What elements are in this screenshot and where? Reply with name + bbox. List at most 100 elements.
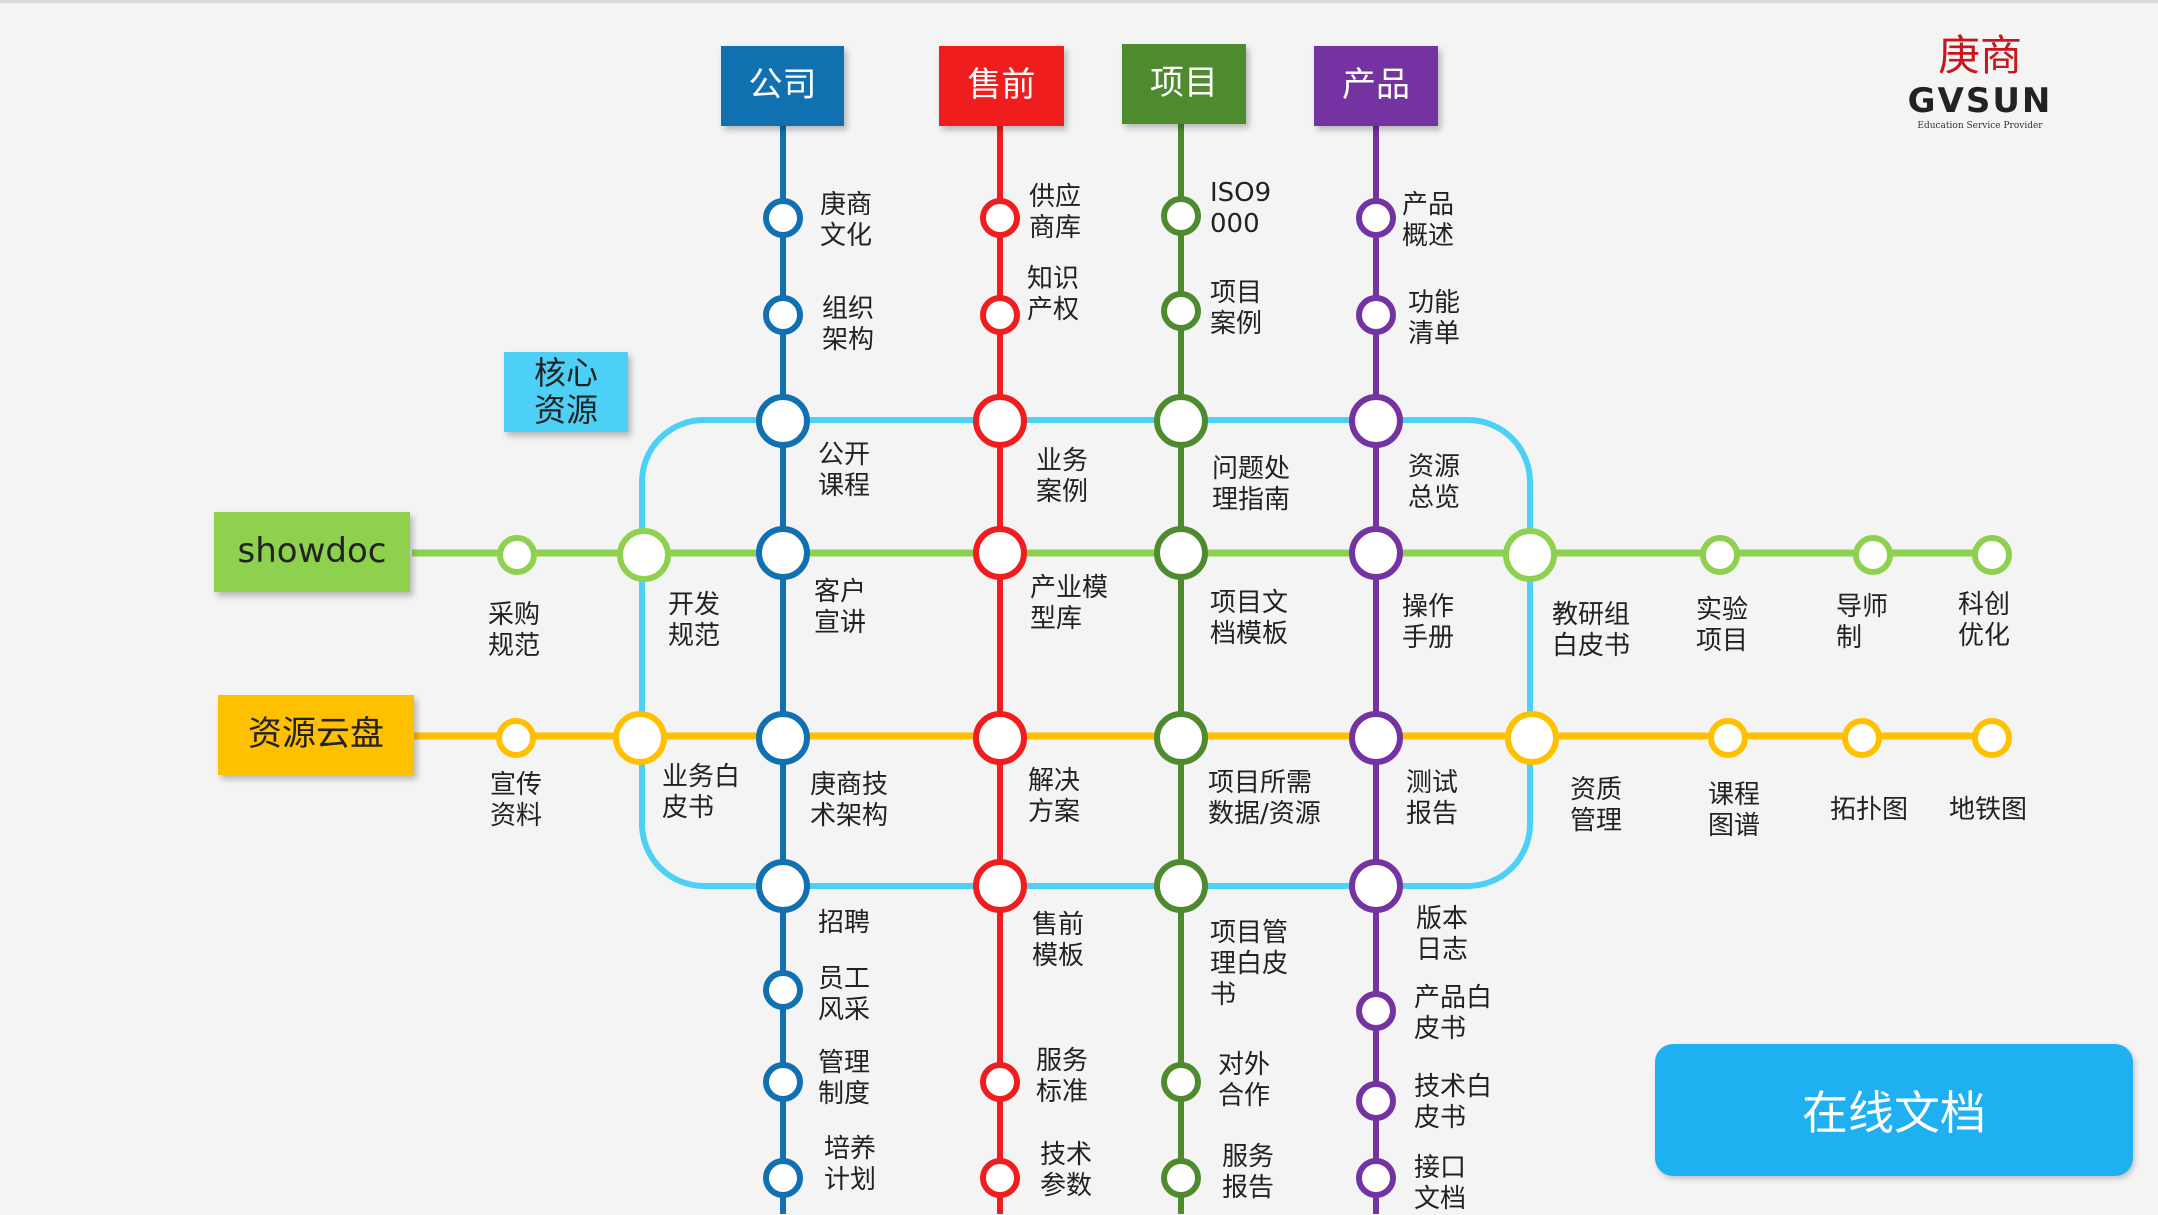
company-station-label: 组织 架构 [822,294,875,355]
cloud-station [1505,711,1559,765]
cloud-station-label: 地铁图 [1949,795,2028,825]
project-station-label: 对外 合作 [1218,1050,1271,1111]
presales-station-label: 技术 参数 [1040,1140,1093,1201]
core-ring-line [639,417,1533,889]
project-station-label: 项目管 理白皮 书 [1210,918,1289,1010]
company-station-label: 培养 计划 [824,1134,877,1195]
presales-station [973,394,1027,448]
presales-station [973,526,1027,580]
company-station-label: 公开 课程 [818,440,871,501]
cloud-station-label: 资质 管理 [1570,775,1623,836]
showdoc-station-label: 导师 制 [1836,592,1889,653]
presales-station [980,1062,1020,1102]
company-station [756,526,810,580]
logo-english: GVSUN [1907,81,2053,121]
company-station [756,711,810,765]
project-station [1154,394,1208,448]
showdoc-station [497,535,537,575]
product-station [1349,526,1403,580]
project-station [1161,291,1201,331]
showdoc-station-label: 实验 项目 [1696,595,1749,656]
product-station [1356,991,1396,1031]
showdoc-station-label: 教研组 白皮书 [1552,600,1631,661]
online-docs-button[interactable]: 在线文档 [1655,1044,2133,1176]
presales-station [980,1158,1020,1198]
project-station-label: 项目 案例 [1210,278,1263,339]
cloud-station-label: 宣传 资料 [490,770,543,831]
cloud-station-label: 业务白 皮书 [662,762,741,823]
project-station [1154,859,1208,913]
company-station-label: 客户 宣讲 [814,577,867,638]
product-station-label: 技术白 皮书 [1414,1072,1493,1133]
company-station-label: 招聘 [818,908,871,938]
cloud-station [496,718,536,758]
project-station [1161,196,1201,236]
presales-station-label: 售前 模板 [1032,910,1085,971]
presales-station-label: 供应 商库 [1029,182,1082,243]
product-station [1349,859,1403,913]
showdoc-station-label: 采购 规范 [488,600,541,661]
presales-station-label: 知识 产权 [1027,264,1080,325]
project-station-label: 服务 报告 [1222,1142,1275,1203]
product-station [1356,1158,1396,1198]
showdoc-station [1972,535,2012,575]
gvsun-logo: 庚商 GVSUN Education Service Provider [1880,30,2080,140]
company-station [763,1062,803,1102]
project-station-label: 问题处 理指南 [1212,454,1291,515]
project-station-label: 项目文 档模板 [1210,588,1289,649]
project-station [1161,1062,1201,1102]
showdoc-station [617,528,671,582]
top-divider [0,0,2158,3]
presales-station-label: 业务 案例 [1036,446,1089,507]
line-product-header[interactable]: 产品 [1314,46,1438,126]
project-station [1161,1158,1201,1198]
line-showdoc-header[interactable]: showdoc [214,512,410,592]
product-station-label: 版本 日志 [1416,904,1469,965]
product-station-label: 测试 报告 [1406,768,1459,829]
presales-station [973,859,1027,913]
product-station-label: 操作 手册 [1402,592,1455,653]
logo-chinese: 庚商 [1937,31,2022,80]
company-station [763,198,803,238]
showdoc-station [1700,535,1740,575]
presales-station [980,198,1020,238]
product-station [1356,295,1396,335]
cloud-station-label: 拓扑图 [1830,795,1909,825]
project-station [1154,526,1208,580]
company-station-label: 管理 制度 [818,1048,871,1109]
product-station [1349,711,1403,765]
product-station [1356,1081,1396,1121]
company-station [763,295,803,335]
company-station [763,1158,803,1198]
cloud-station-label: 课程 图谱 [1708,780,1761,841]
presales-station-label: 产业模 型库 [1030,573,1109,634]
product-station-label: 资源 总览 [1408,452,1461,513]
project-station [1154,711,1208,765]
product-station [1349,394,1403,448]
line-presales-header[interactable]: 售前 [939,46,1064,126]
line-project-header[interactable]: 项目 [1122,44,1246,124]
product-station-label: 产品白 皮书 [1414,983,1493,1044]
product-station-label: 产品 概述 [1402,190,1455,251]
showdoc-station [1503,528,1557,582]
cloud-station [1842,718,1882,758]
company-station-label: 员工 风采 [818,964,871,1025]
presales-station-label: 服务 标准 [1036,1046,1089,1107]
logo-tagline: Education Service Provider [1917,121,2043,131]
showdoc-station [1853,535,1893,575]
cloud-station [1708,718,1748,758]
presales-station [973,711,1027,765]
product-station [1356,198,1396,238]
presales-station-label: 解决 方案 [1028,766,1081,827]
company-station [756,394,810,448]
showdoc-station-label: 开发 规范 [668,590,721,651]
project-station-label: ISO9 000 [1210,178,1272,239]
line-cloud-header[interactable]: 资源云盘 [218,695,414,775]
line-company-header[interactable]: 公司 [721,46,844,126]
core-resources-label: 核心 资源 [504,352,628,432]
product-station-label: 功能 清单 [1408,288,1461,349]
cloud-station [613,711,667,765]
project-station-label: 项目所需 数据/资源 [1208,768,1321,829]
showdoc-station-label: 科创 优化 [1958,590,2011,651]
